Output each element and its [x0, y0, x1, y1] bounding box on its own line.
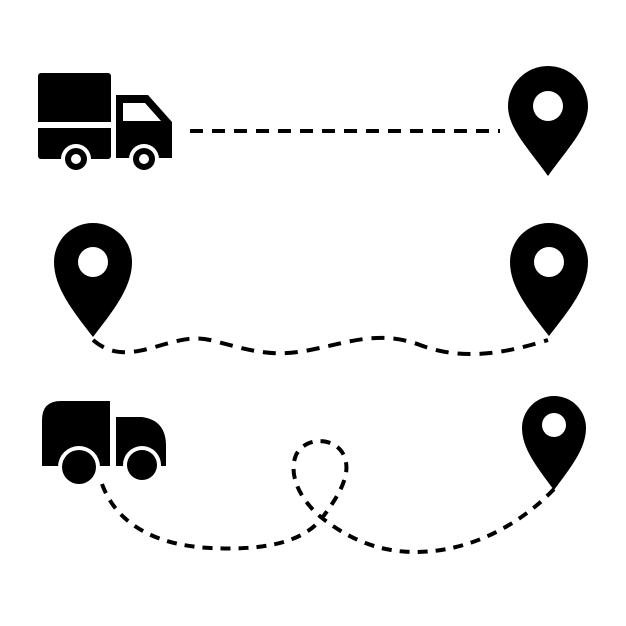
route-row-1 — [38, 66, 588, 176]
loop-route-line — [100, 439, 557, 555]
map-pin-icon — [510, 223, 588, 336]
route-row-3 — [42, 396, 586, 555]
map-pin-icon — [508, 66, 588, 176]
map-pin-icon — [522, 396, 586, 490]
wavy-route-line — [91, 335, 549, 357]
route-row-2 — [54, 223, 588, 357]
map-pin-icon — [54, 223, 132, 337]
box-truck-icon — [38, 73, 172, 174]
van-icon — [42, 401, 166, 488]
